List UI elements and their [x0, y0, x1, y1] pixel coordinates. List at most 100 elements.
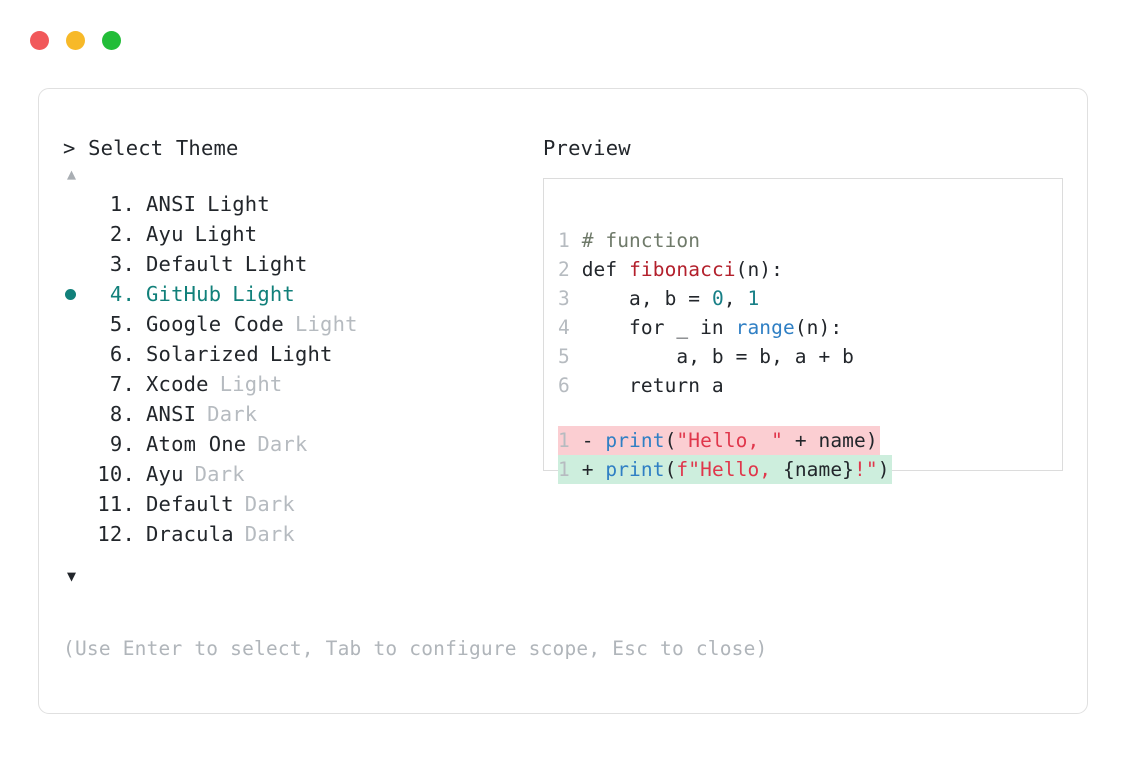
theme-item-variant: Dark [257, 432, 308, 456]
code-token: # function [581, 229, 701, 252]
bullet-placeholder [63, 219, 91, 249]
theme-list-item[interactable]: 6. Solarized Light [63, 339, 533, 369]
theme-item-name: ANSI [146, 192, 197, 216]
theme-item-number: 1. [109, 192, 135, 216]
code-line: 4 for _ in range(n): [558, 313, 1058, 342]
code-token: a, b = [581, 287, 712, 310]
bullet-placeholder [63, 459, 91, 489]
minimize-dot[interactable] [66, 31, 85, 50]
keyboard-hint: (Use Enter to select, Tab to configure s… [63, 637, 768, 660]
theme-item-name: GitHub [146, 282, 222, 306]
code-token: !" [854, 458, 878, 481]
bullet-placeholder [63, 489, 91, 519]
theme-item-name: Solarized [146, 342, 259, 366]
code-token: def [581, 258, 630, 281]
theme-item-number: 10. [97, 462, 135, 486]
code-token: 1 [747, 287, 760, 310]
theme-item-number: 6. [109, 342, 135, 366]
code-token: print [605, 458, 665, 481]
line-number: 5 [558, 345, 582, 368]
theme-item-name: Default [146, 492, 234, 516]
selected-dot-icon [65, 288, 76, 300]
theme-item-number: 9. [109, 432, 135, 456]
theme-item-number: 4. [109, 282, 135, 306]
line-number: 4 [558, 316, 582, 339]
theme-item-name: Atom One [146, 432, 247, 456]
scroll-down-icon[interactable]: ▼ [67, 567, 77, 585]
code-token: f"Hello, [676, 458, 783, 481]
code-token: (n): [794, 316, 843, 339]
diff-marker: + [581, 458, 606, 481]
theme-item-name: Default [146, 252, 234, 276]
code-token: range [735, 316, 795, 339]
theme-item-number: 3. [109, 252, 135, 276]
code-token: "Hello, " [676, 429, 783, 452]
theme-item-variant: Dark [194, 462, 245, 486]
window-controls [30, 31, 121, 50]
diff-line-added: 1 + print(f"Hello, {name}!") [558, 455, 892, 484]
theme-list-item[interactable]: 3. Default Light [63, 249, 533, 279]
code-token: + name [782, 429, 866, 452]
theme-item-name: Xcode [146, 372, 209, 396]
theme-item-name: Ayu [146, 462, 184, 486]
bullet-placeholder [63, 309, 91, 339]
theme-item-variant: Light [269, 342, 333, 366]
code-line: 6 return a [558, 371, 1058, 400]
line-number: 2 [558, 258, 582, 281]
code-token: , [723, 287, 748, 310]
bullet-placeholder [63, 429, 91, 459]
theme-list-item[interactable]: 10. Ayu Dark [63, 459, 533, 489]
diff-line-row: 1 + print(f"Hello, {name}!") [558, 455, 1058, 484]
line-number: 3 [558, 287, 582, 310]
theme-item-name: Ayu [146, 222, 184, 246]
diff-line-deleted: 1 - print("Hello, " + name) [558, 426, 880, 455]
maximize-dot[interactable] [102, 31, 121, 50]
page-title: > Select Theme [63, 136, 239, 160]
scroll-up-icon[interactable]: ▲ [67, 165, 77, 183]
selected-bullet-icon [63, 279, 91, 309]
line-number: 6 [558, 374, 582, 397]
theme-list-item[interactable]: 9. Atom One Dark [63, 429, 533, 459]
code-token: ) [865, 429, 878, 452]
theme-item-name: Dracula [146, 522, 234, 546]
code-token: a, b = b, a + b [581, 345, 855, 368]
code-token: for _ in [581, 316, 736, 339]
line-number: 1 [558, 229, 582, 252]
preview-label: Preview [543, 136, 631, 160]
theme-item-number: 5. [109, 312, 135, 336]
code-token: ) [877, 458, 890, 481]
bullet-placeholder [63, 399, 91, 429]
code-token: (n): [735, 258, 783, 281]
theme-item-variant: Dark [244, 522, 295, 546]
close-dot[interactable] [30, 31, 49, 50]
code-token: {name} [782, 458, 855, 481]
theme-item-variant: Light [244, 252, 308, 276]
code-token: 0 [711, 287, 724, 310]
code-token: ( [664, 458, 677, 481]
code-line: 5 a, b = b, a + b [558, 342, 1058, 371]
bullet-placeholder [63, 189, 91, 219]
theme-item-variant: Light [232, 282, 295, 306]
diff-line-row: 1 - print("Hello, " + name) [558, 426, 1058, 455]
code-blank-line [558, 400, 1058, 426]
theme-item-variant: Light [194, 222, 258, 246]
code-token: return a [581, 374, 724, 397]
theme-list-item[interactable]: 4. GitHub Light [63, 279, 533, 309]
bullet-placeholder [63, 519, 91, 549]
line-number: 1 [558, 458, 582, 481]
theme-item-variant: Dark [207, 402, 258, 426]
theme-item-name: Google Code [146, 312, 284, 336]
code-line: 1 # function [558, 226, 1058, 255]
theme-item-number: 7. [109, 372, 135, 396]
